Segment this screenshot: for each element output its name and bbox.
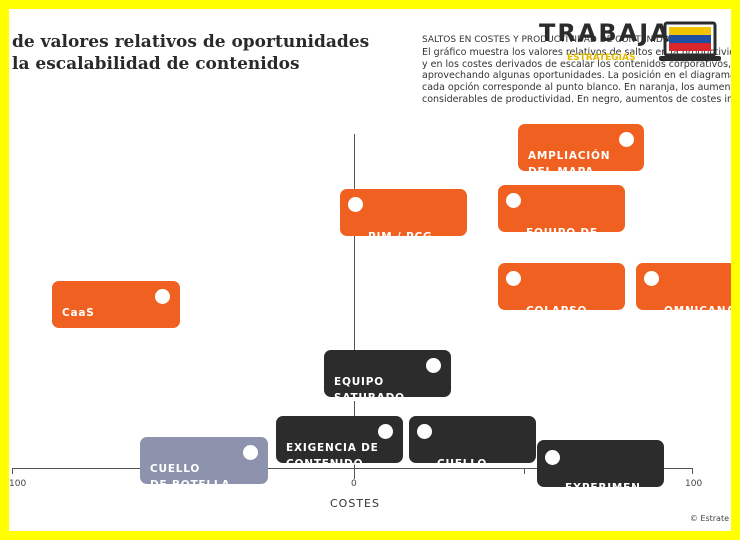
x-tick-label-left: 100 [9, 479, 27, 489]
card-label: COLAPSO EN ALCANCE [526, 305, 608, 333]
card-equipo-saturado: EQUIPO SATURADO [324, 350, 451, 404]
x-tick [524, 468, 525, 474]
x-tick [692, 468, 693, 474]
card-label: EQUIPO SATURADO [334, 376, 405, 404]
description-heading: SALTOS EN COSTES Y PRODUCTIVIDAD DE CONT… [422, 35, 676, 45]
description-line: considerables de productividad. En negro… [422, 93, 731, 105]
description-line: aprovechando algunas oportunidades. La p… [422, 70, 731, 82]
position-dot [426, 358, 441, 373]
card-colapso-en-alcance: COLAPSO EN ALCANCE [498, 263, 625, 333]
card-cuello-de-botella-gray: CUELLO DE BOTELLA [140, 437, 268, 491]
logo-text: TRABAJA [539, 19, 671, 47]
diagram-frame: de valores relativos de oportunidades la… [9, 9, 731, 531]
position-dot [417, 424, 432, 439]
card-label: EXPERIMEN- TACIÓN [565, 482, 646, 510]
position-dot [545, 450, 560, 465]
diagram-title: de valores relativos de oportunidades la… [12, 31, 369, 75]
card-label: PIM / PCG [368, 231, 433, 243]
title-line-2: la escalabilidad de contenidos [12, 54, 300, 74]
position-dot [378, 424, 393, 439]
card-label: EXIGENCIA DE CONTENIDO [286, 442, 379, 470]
card-label: CUELLO DE BOTELLA [437, 458, 518, 486]
card-label: EQUIPO DE CATÁLOGO [526, 227, 598, 255]
position-dot [506, 193, 521, 208]
copyright: © Estrate [689, 514, 729, 523]
card-exigencia-de-contenido: EXIGENCIA DE CONTENIDO [276, 416, 403, 470]
card-label: CaaS [62, 307, 95, 319]
x-tick-label-right: 100 [685, 479, 703, 489]
logo-subtitle: ESTRATEGIAS [567, 53, 636, 63]
position-dot [644, 271, 659, 286]
card-cuello-de-botella-dark: CUELLO DE BOTELLA [409, 416, 536, 486]
y-axis [354, 134, 355, 479]
x-tick [354, 468, 355, 474]
card-experimentacion: EXPERIMEN- TACIÓN [537, 440, 664, 510]
description: SALTOS EN COSTES Y PRODUCTIVIDAD DE CONT… [422, 35, 731, 106]
card-omnicanal: OMNICANAL [636, 263, 731, 317]
position-dot [243, 445, 258, 460]
card-caas: CaaS [52, 281, 180, 328]
card-label: OMNICANAL [664, 305, 731, 317]
card-ampliacion-del-mapa: AMPLIACIÓN DEL MAPA [518, 124, 644, 178]
card-equipo-de-catalogo: EQUIPO DE CATÁLOGO [498, 185, 625, 255]
position-dot [506, 271, 521, 286]
position-dot [155, 289, 170, 304]
x-tick [12, 468, 13, 474]
position-dot [348, 197, 363, 212]
x-axis [12, 468, 692, 469]
description-line: y en los costes derivados de escalar los… [422, 58, 731, 70]
card-pim-pcg: PIM / PCG [340, 189, 467, 243]
card-label: AMPLIACIÓN DEL MAPA [528, 150, 611, 178]
description-line: El gráfico muestra los valores relativos… [422, 46, 731, 58]
laptop-icon [659, 21, 721, 61]
position-dot [619, 132, 634, 147]
title-line-1: de valores relativos de oportunidades [12, 32, 370, 52]
x-tick-label-center: 0 [351, 479, 357, 489]
card-label: CUELLO DE BOTELLA [150, 463, 231, 491]
logo: TRABAJA ESTRATEGIAS [539, 19, 729, 74]
x-axis-label: COSTES [330, 497, 380, 510]
description-line: cada opción corresponde al punto blanco.… [422, 82, 731, 94]
